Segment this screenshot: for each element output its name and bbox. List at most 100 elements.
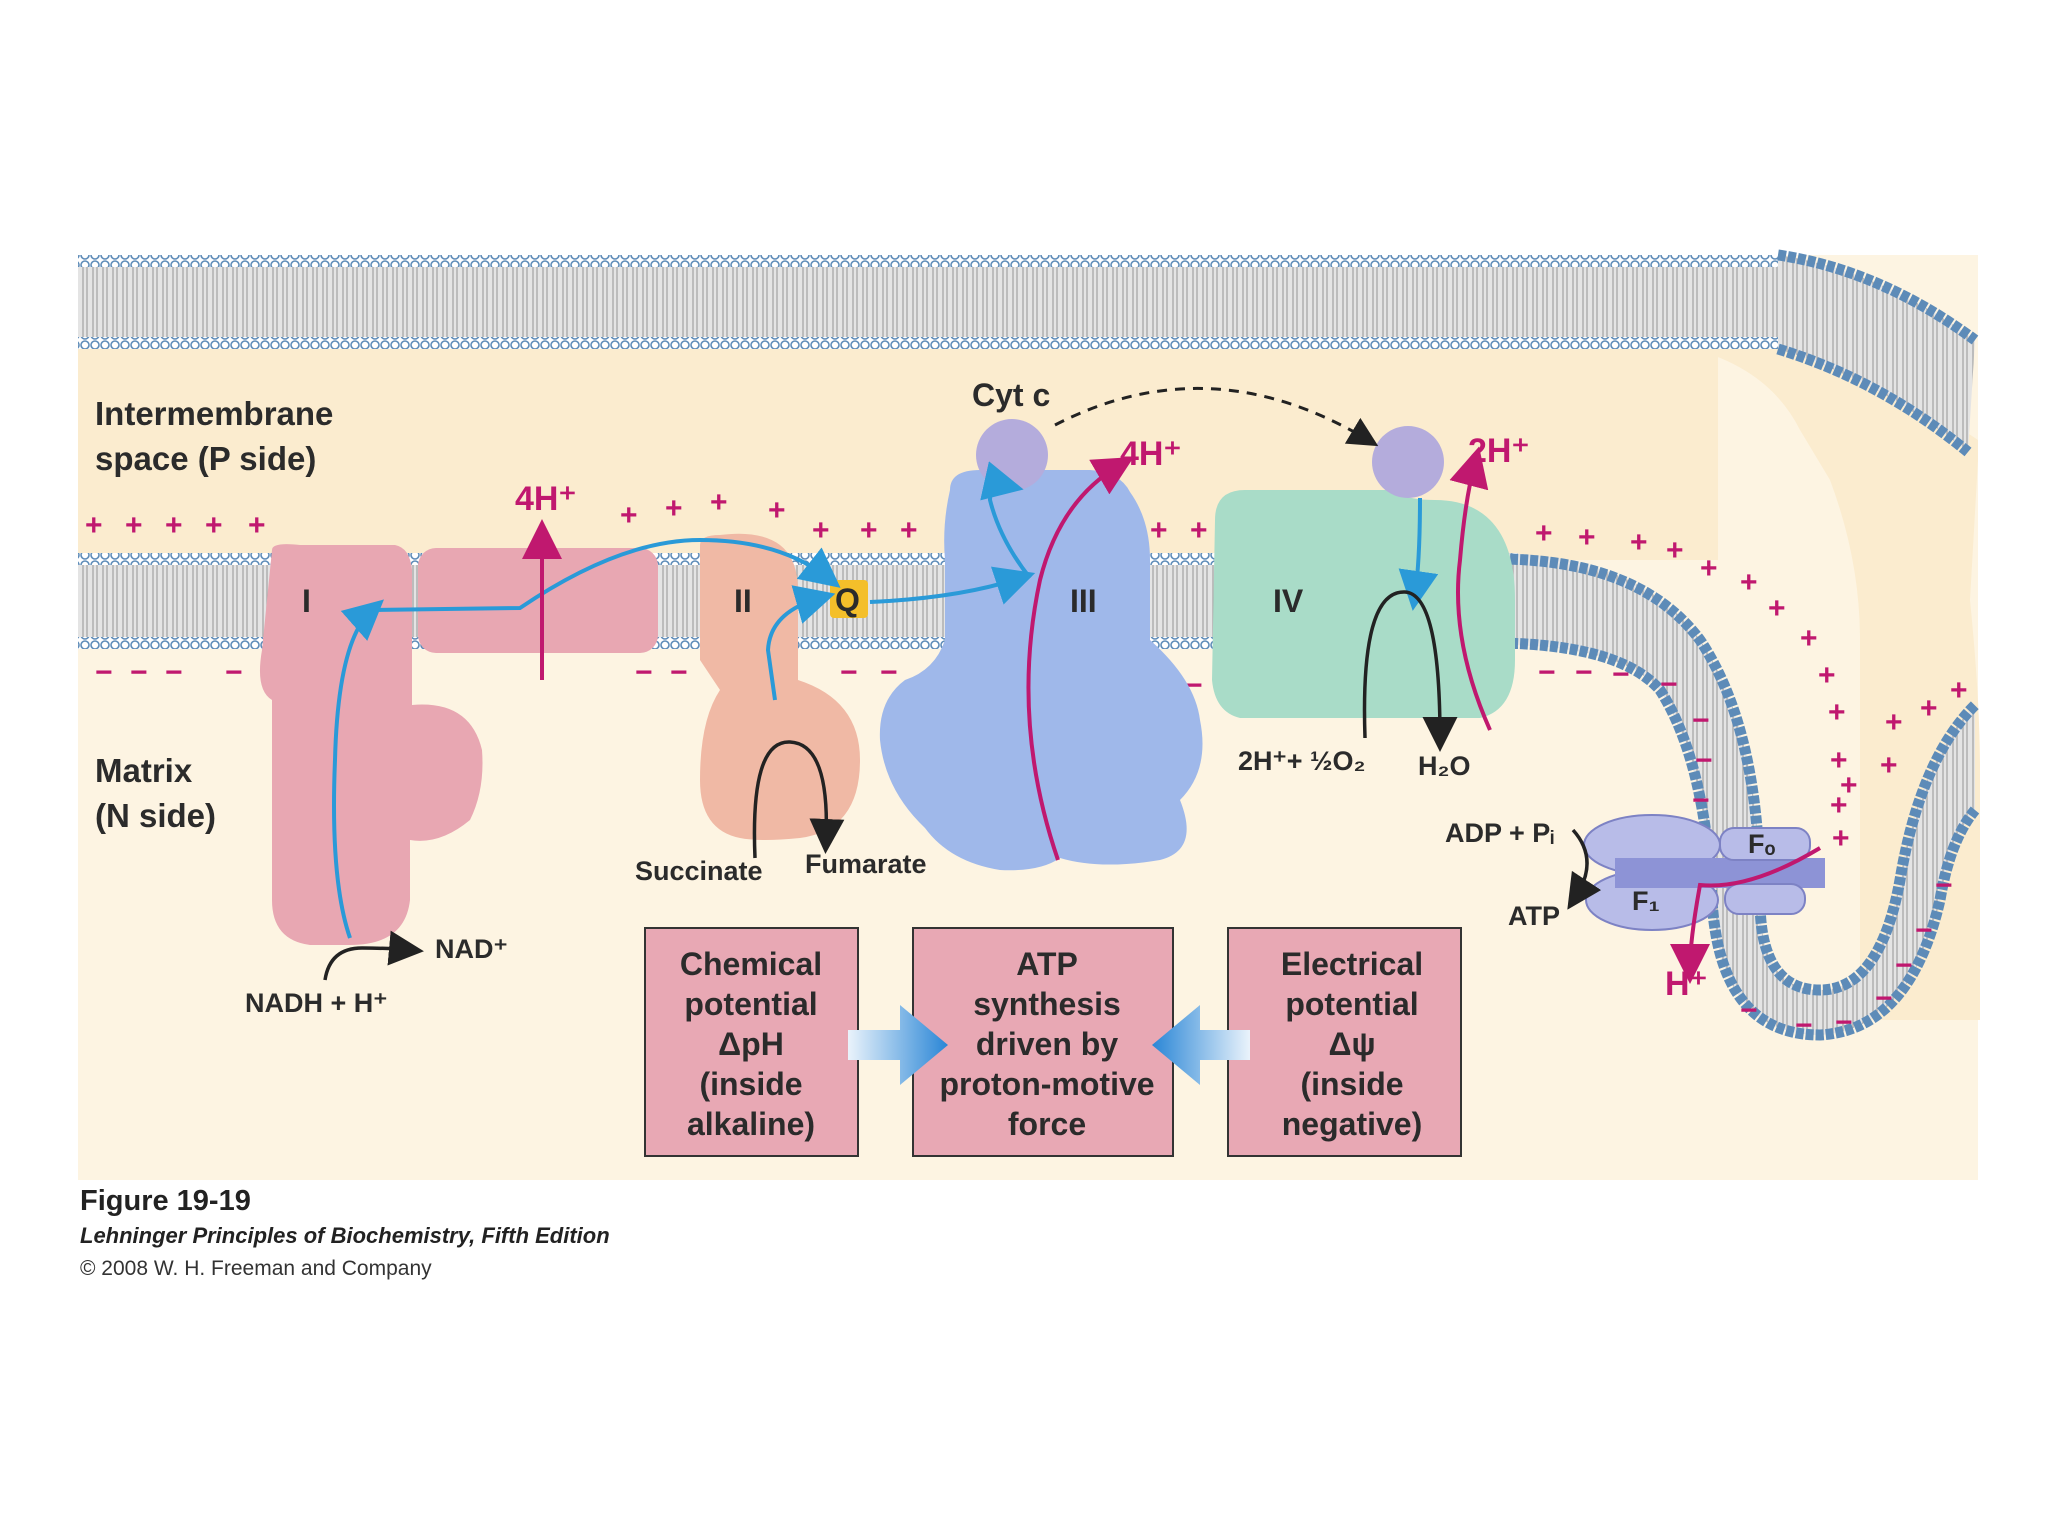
minus-sign: −: [1612, 658, 1630, 691]
plus-sign: +: [1830, 744, 1848, 777]
minus-sign: −: [1575, 656, 1593, 689]
atp-synthase: Fₒ F₁: [1583, 814, 1825, 931]
minus-sign: −: [1538, 656, 1556, 689]
electrical-to-atp-arrow: [1152, 1005, 1250, 1085]
atp-box-line: force: [1008, 1106, 1086, 1142]
cytochrome-label: Cyt c: [972, 377, 1050, 413]
plus-sign: +: [768, 494, 786, 527]
complex-i-label: I: [302, 583, 311, 619]
atp-label: ATP: [1508, 901, 1560, 931]
chemical-to-atp-arrow: [848, 1005, 948, 1085]
intermembrane-background: [78, 330, 1980, 1020]
complex-i: I: [259, 544, 658, 945]
quinone: Q: [830, 580, 868, 618]
chemical-box-line: alkaline): [687, 1106, 815, 1142]
copyright-line: © 2008 W. H. Freeman and Company: [80, 1257, 432, 1280]
f-o-label: Fₒ: [1748, 829, 1776, 859]
nad-label: NAD⁺: [435, 934, 508, 964]
plus-sign: +: [1700, 552, 1718, 585]
intermembrane-label-2: space (P side): [95, 440, 316, 477]
plus-sign: +: [1818, 659, 1836, 692]
minus-sign: −: [95, 656, 113, 689]
proton-flow-arrows: [522, 446, 1822, 984]
reaction-arrows: [323, 590, 1602, 981]
plus-sign: +: [1190, 514, 1208, 547]
plus-sign: +: [900, 514, 918, 547]
electrical-box-line: Electrical: [1281, 946, 1423, 982]
electron-flow-arrows: [332, 461, 1439, 939]
plus-sign: +: [205, 509, 223, 542]
plus-sign: +: [1630, 526, 1648, 559]
plus-sign: +: [1920, 692, 1938, 725]
quinone-label: Q: [835, 582, 860, 618]
electrical-box-line: potential: [1285, 986, 1418, 1022]
chemical-box-line: ΔpH: [718, 1026, 784, 1062]
minus-sign: −: [1740, 994, 1758, 1027]
minus-sign: −: [670, 656, 688, 689]
book-title: Lehninger Principles of Biochemistry, Fi…: [80, 1223, 610, 1248]
proton-label-complex-iv: 2H⁺: [1468, 432, 1529, 470]
plus-sign: +: [1150, 514, 1168, 547]
plus-sign: +: [620, 499, 638, 532]
minus-sign: −: [130, 656, 148, 689]
plus-sign: +: [860, 514, 878, 547]
plus-sign: +: [812, 514, 830, 547]
positive-charges: + + + + + + + + + + + + + + + + + + + + …: [85, 486, 1968, 855]
electrical-box-line: negative): [1282, 1106, 1422, 1142]
minus-sign: −: [1692, 784, 1710, 817]
plus-sign: +: [665, 492, 683, 525]
electrical-box-line: Δψ: [1328, 1026, 1375, 1062]
nadh-label: NADH + H⁺: [245, 988, 388, 1018]
oxygen-reaction-label: 2H⁺+ ½O₂: [1238, 746, 1366, 776]
complex-iii: III: [879, 470, 1203, 871]
chemical-box-line: (inside: [699, 1066, 802, 1102]
atp-box-line: ATP: [1016, 946, 1078, 982]
minus-sign: −: [880, 656, 898, 689]
adp-label: ADP + Pᵢ: [1445, 818, 1554, 848]
plus-sign: +: [1740, 566, 1758, 599]
plus-sign: +: [1880, 749, 1898, 782]
atp-box-line: driven by: [976, 1026, 1118, 1062]
succinate-label: Succinate: [635, 856, 763, 886]
intermembrane-label: Intermembrane: [95, 395, 333, 432]
minus-sign: −: [840, 656, 858, 689]
plus-sign: +: [125, 509, 143, 542]
minus-sign: −: [165, 656, 183, 689]
plus-sign: +: [1578, 521, 1596, 554]
minus-sign: −: [1895, 949, 1913, 982]
proton-label-complex-i: 4H⁺: [515, 480, 576, 518]
atp-box-line: proton-motive: [939, 1066, 1154, 1102]
matrix-label-2: (N side): [95, 797, 216, 834]
plus-sign: +: [1768, 592, 1786, 625]
f-1-label: F₁: [1632, 886, 1660, 916]
complex-iv: IV: [1212, 490, 1515, 718]
negative-charges: − − − − − − − − − − − − − − − − − − − − …: [95, 656, 1953, 1042]
fumarate-label: Fumarate: [805, 849, 927, 879]
minus-sign: −: [635, 656, 653, 689]
plus-sign: +: [1535, 517, 1553, 550]
chemical-potential-box: Chemical potential ΔpH (inside alkaline): [644, 927, 859, 1157]
atp-box-line: synthesis: [973, 986, 1121, 1022]
minus-sign: −: [1935, 869, 1953, 902]
minus-sign: −: [1915, 914, 1933, 947]
chemical-box-line: potential: [684, 986, 817, 1022]
plus-sign: +: [1885, 706, 1903, 739]
figure-caption: Figure 19-19: [80, 1185, 251, 1217]
plus-sign: +: [1800, 622, 1818, 655]
electrical-potential-box: Electrical potential Δψ (inside negative…: [1227, 927, 1462, 1157]
minus-sign: −: [1875, 982, 1893, 1015]
plus-sign: +: [1832, 822, 1850, 855]
complex-ii: II: [700, 533, 860, 840]
minus-sign: −: [1660, 668, 1678, 701]
chemical-box-line: Chemical: [680, 946, 822, 982]
plus-sign: +: [85, 509, 103, 542]
matrix-label: Matrix: [95, 752, 193, 789]
complex-ii-label: II: [734, 583, 752, 619]
proton-label-synthase: H⁺: [1665, 965, 1708, 1003]
minus-sign: −: [1795, 1009, 1813, 1042]
atp-synthesis-box: ATP synthesis driven by proton-motive fo…: [912, 927, 1174, 1157]
plus-sign: +: [1666, 534, 1684, 567]
plus-sign: +: [1950, 674, 1968, 707]
minus-sign: −: [1835, 1006, 1853, 1039]
